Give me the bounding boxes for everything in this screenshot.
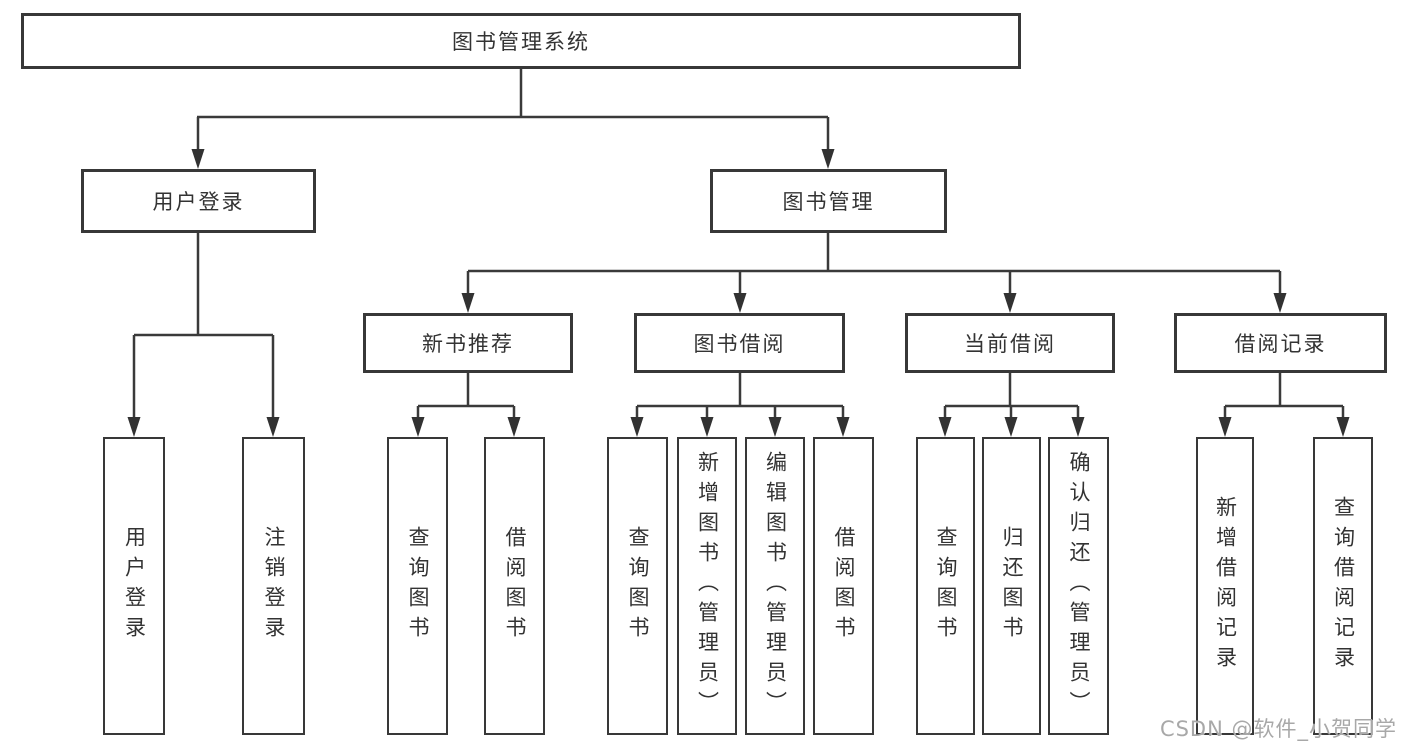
leaf-logout: 注销登录 [242, 437, 305, 735]
node-book-mgmt: 图书管理 [710, 169, 947, 233]
leaf-return-books: 归还图书 [982, 437, 1041, 735]
node-root: 图书管理系统 [21, 13, 1021, 69]
connector-current-borrow-to-leaves [938, 373, 1085, 437]
connector-book-mgmt-to-level3 [461, 233, 1287, 313]
leaf-label: 新增图书（管理员） [695, 451, 720, 721]
leaf-label: 借阅图书 [832, 526, 856, 646]
leaf-label: 查询图书 [626, 526, 650, 646]
leaf-label: 确认归还（管理员） [1067, 451, 1091, 721]
connector-book-borrow-to-leaves [630, 373, 850, 437]
leaf-label: 查询图书 [934, 526, 958, 646]
leaf-query-books-current: 查询图书 [916, 437, 975, 735]
leaf-edit-books-admin: 编辑图书（管理员） [745, 437, 805, 735]
leaf-user-login: 用户登录 [103, 437, 165, 735]
node-new-book-rec: 新书推荐 [363, 313, 573, 373]
leaf-label: 新增借阅记录 [1213, 496, 1238, 676]
node-borrow-records: 借阅记录 [1174, 313, 1387, 373]
leaf-label: 查询借阅记录 [1331, 496, 1356, 676]
leaf-label: 借阅图书 [503, 526, 527, 646]
leaf-label: 归还图书 [1000, 526, 1024, 646]
connector-new-book-rec-to-leaves [411, 373, 521, 437]
leaf-add-borrow-record: 新增借阅记录 [1196, 437, 1254, 735]
leaf-label: 注销登录 [262, 526, 286, 646]
leaf-label: 用户登录 [122, 526, 147, 646]
leaf-add-books-admin: 新增图书（管理员） [677, 437, 737, 735]
leaf-label: 编辑图书（管理员） [763, 451, 788, 721]
watermark: CSDN @软件_小贺同学 [1159, 717, 1397, 741]
leaf-borrow-books-newrec: 借阅图书 [484, 437, 545, 735]
leaf-query-books-newrec: 查询图书 [387, 437, 448, 735]
node-book-borrow: 图书借阅 [634, 313, 845, 373]
connector-borrow-records-to-leaves [1218, 373, 1350, 437]
leaf-query-borrow-record: 查询借阅记录 [1313, 437, 1373, 735]
leaf-query-books-borrow: 查询图书 [607, 437, 668, 735]
leaf-borrow-books-borrow: 借阅图书 [813, 437, 874, 735]
leaf-label: 查询图书 [406, 526, 430, 646]
node-current-borrow: 当前借阅 [905, 313, 1115, 373]
connector-root-to-level2 [191, 69, 835, 169]
node-user-login: 用户登录 [81, 169, 316, 233]
leaf-confirm-return-admin: 确认归还（管理员） [1048, 437, 1109, 735]
connector-user-login-to-leaves [127, 233, 280, 437]
